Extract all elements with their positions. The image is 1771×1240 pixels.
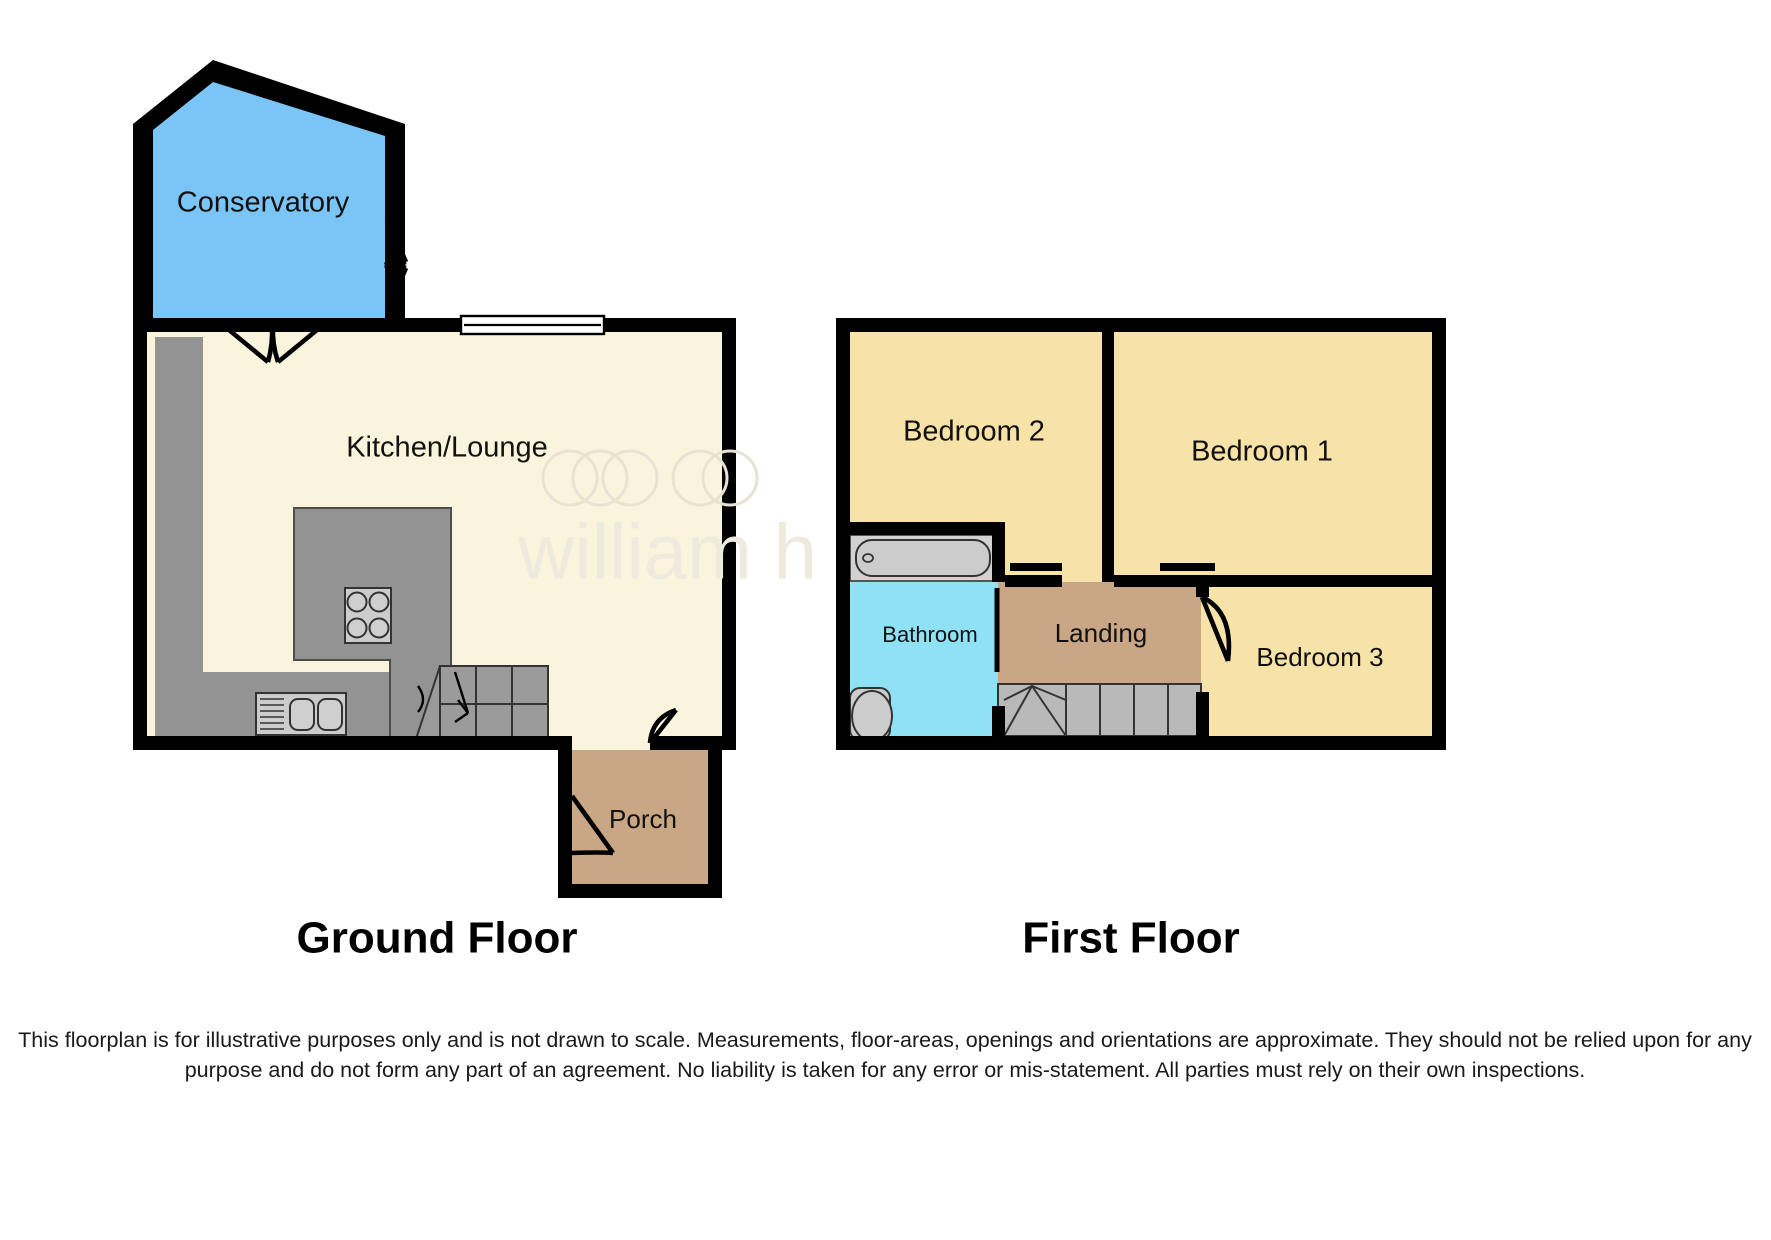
- room-label-conservatory: Conservatory: [177, 187, 350, 219]
- disclaimer-line-2: purpose and do not form any part of an a…: [185, 1058, 1586, 1082]
- room-label-porch: Porch: [609, 804, 677, 834]
- kitchen-top-wall-seg2: [323, 318, 461, 332]
- ground-floor-staircase: [413, 665, 549, 743]
- porch-external-door: [570, 794, 615, 856]
- wall-bathroom-landing-upper: [992, 522, 1005, 582]
- bedroom1-door-lintel: [1160, 563, 1215, 571]
- hob-ring-icon: [346, 591, 368, 613]
- toilet-fixture: [849, 687, 893, 742]
- room-label-bathroom: Bathroom: [882, 622, 977, 647]
- wall-bathroom-landing-lower: [992, 706, 1005, 741]
- wall-bedroom2-bedroom1: [1102, 332, 1114, 582]
- first-floor-title: First Floor: [1022, 914, 1240, 963]
- kitchen-top-wall-seg3: [604, 318, 736, 332]
- conservatory-double-door: [221, 323, 325, 364]
- porch-inner-door: [647, 707, 678, 745]
- first-floor-staircase: [997, 683, 1202, 737]
- porch-wall-bottom: [558, 884, 722, 898]
- bath-tub: [849, 534, 999, 582]
- conservatory-side-door: [383, 217, 409, 313]
- sink-bowl: [289, 698, 315, 731]
- room-label-kitchen-lounge: Kitchen/Lounge: [346, 432, 548, 464]
- kitchen-bottom-wall-left: [133, 736, 572, 750]
- hob-ring-icon: [368, 591, 390, 613]
- wall-bedroom1-bedroom3: [1205, 575, 1432, 587]
- kitchen-top-wall-seg1: [133, 318, 221, 332]
- porch-wall-left: [558, 750, 572, 898]
- hob-ring-icon: [346, 617, 368, 639]
- room-label-bedroom-1: Bedroom 1: [1191, 436, 1333, 468]
- disclaimer-line-1: This floorplan is for illustrative purpo…: [18, 1028, 1752, 1052]
- wall-landing-bedroom3-lower: [1196, 692, 1209, 741]
- bedroom2-door-lintel: [1010, 563, 1062, 571]
- room-label-landing: Landing: [1055, 618, 1148, 648]
- kitchen-bottom-wall-right: [650, 736, 736, 750]
- wall-landing-top-left: [1005, 575, 1062, 587]
- first-floor-plan: Bedroom 2 Bedroom 1 Bedroom 3 Bathroom L…: [836, 318, 1446, 750]
- conservatory-floor: [141, 70, 397, 325]
- wall-bedroom2-bathroom: [845, 522, 1005, 535]
- room-label-bedroom-2: Bedroom 2: [903, 416, 1045, 448]
- room-label-bedroom-3: Bedroom 3: [1256, 642, 1383, 672]
- bedroom3-door: [1199, 594, 1232, 662]
- kitchen-window: [459, 314, 606, 336]
- sink-bowl: [317, 698, 343, 731]
- ground-floor-title: Ground Floor: [296, 914, 577, 963]
- hob-ring-icon: [368, 617, 390, 639]
- porch-wall-right: [708, 750, 722, 898]
- ground-floor-plan: william h brown Conservatory Kitchen/Lou…: [133, 60, 1051, 898]
- wall-landing-bedroom3-upper: [1196, 575, 1209, 597]
- wall-landing-top-right: [1114, 575, 1209, 587]
